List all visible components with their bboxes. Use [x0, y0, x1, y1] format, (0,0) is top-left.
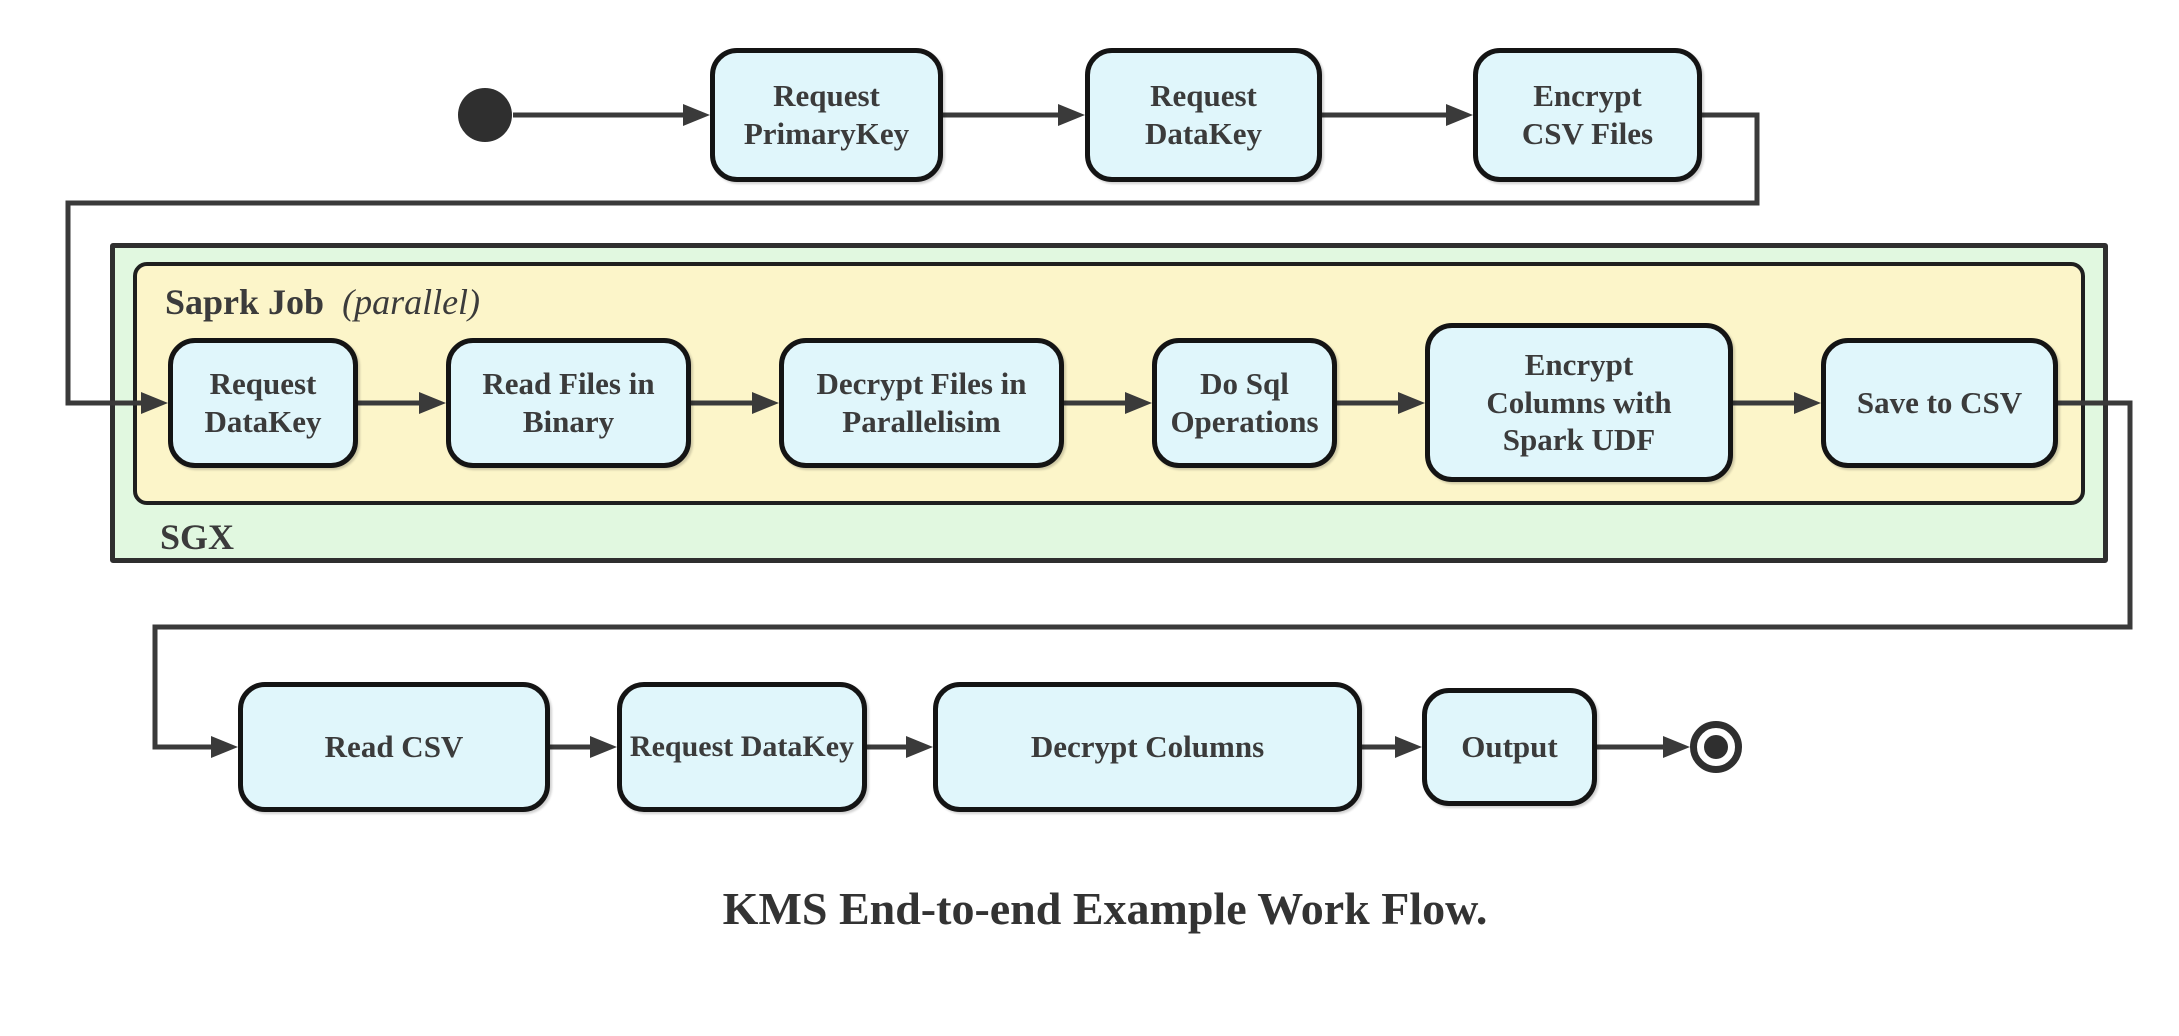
initial-node — [458, 88, 512, 142]
spark-job-label-italic: (parallel) — [342, 282, 481, 322]
diagram-caption: KMS End-to-end Example Work Flow. — [722, 883, 1488, 934]
node-decrypt-columns: Decrypt Columns — [933, 682, 1362, 812]
node-save-to-csv: Save to CSV — [1821, 338, 2058, 468]
arrowhead — [419, 392, 446, 414]
node-read-files-in-binary: Read Files in Binary — [446, 338, 691, 468]
arrowhead — [1395, 736, 1422, 758]
node-do-sql-operations: Do Sql Operations — [1152, 338, 1337, 468]
arrowhead — [752, 392, 779, 414]
arrowhead — [1058, 104, 1085, 126]
node-output: Output — [1422, 688, 1597, 806]
node-request-datakey-top: Request DataKey — [1085, 48, 1322, 182]
arrowhead — [1446, 104, 1473, 126]
spark-job-label: Saprk Job (parallel) — [165, 281, 480, 323]
arrowhead — [1125, 392, 1152, 414]
edge-save-csv-to-read-csv — [152, 400, 2133, 750]
arrowhead — [906, 736, 933, 758]
arrowhead — [141, 392, 168, 414]
final-node-dot — [1704, 735, 1728, 759]
node-encrypt-columns-with-spark-udf: Encrypt Columns with Spark UDF — [1425, 323, 1733, 482]
arrowhead — [1398, 392, 1425, 414]
arrowhead — [590, 736, 617, 758]
arrowhead — [683, 104, 710, 126]
final-node — [1690, 721, 1742, 773]
arrowhead — [1794, 392, 1821, 414]
spark-job-label-bold: Saprk Job — [165, 282, 325, 322]
node-read-csv: Read CSV — [238, 682, 550, 812]
node-request-datakey-client: Request DataKey — [617, 682, 867, 812]
sgx-label: SGX — [160, 517, 235, 557]
node-request-primarykey: Request PrimaryKey — [710, 48, 943, 182]
arrowhead — [1663, 736, 1690, 758]
node-encrypt-csv-files: Encrypt CSV Files — [1473, 48, 1702, 182]
node-request-datakey-sgx: Request DataKey — [168, 338, 358, 468]
node-decrypt-files-in-parallelisim: Decrypt Files in Parallelisim — [779, 338, 1064, 468]
arrowhead — [211, 736, 238, 758]
edge-encrypt-csv-to-sgx-request-datakey — [65, 112, 1760, 406]
